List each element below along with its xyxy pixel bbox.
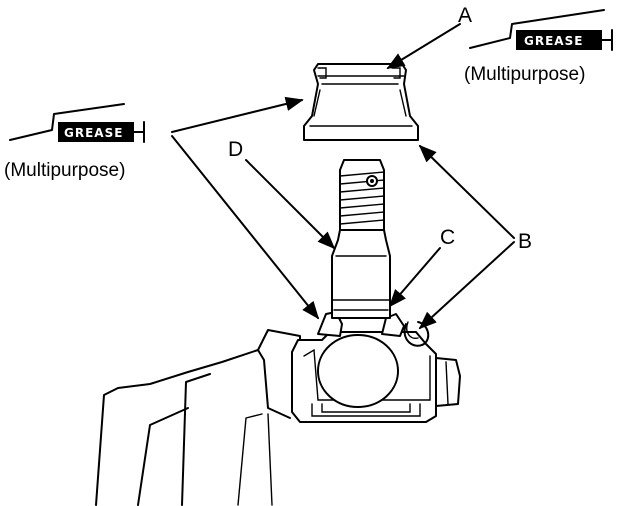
- grease-label-right: GREASE: [524, 34, 583, 48]
- callout-c: C: [440, 226, 455, 249]
- callout-d: D: [228, 138, 243, 161]
- grease-gun-icon: GREASE: [9, 103, 145, 143]
- grease-note-right: (Multipurpose): [464, 64, 585, 85]
- callout-a: A: [458, 4, 472, 27]
- dust-boot: [303, 63, 419, 141]
- grease-label-left: GREASE: [64, 126, 123, 140]
- ball-joint-stud: [331, 159, 391, 319]
- callout-b: B: [518, 230, 532, 253]
- grease-gun-icon: GREASE: [469, 9, 613, 51]
- knuckle-housing: [95, 311, 461, 506]
- stud-thread-lines: [339, 171, 385, 225]
- grease-note-left: (Multipurpose): [4, 160, 125, 181]
- leader-lines: [171, 23, 515, 330]
